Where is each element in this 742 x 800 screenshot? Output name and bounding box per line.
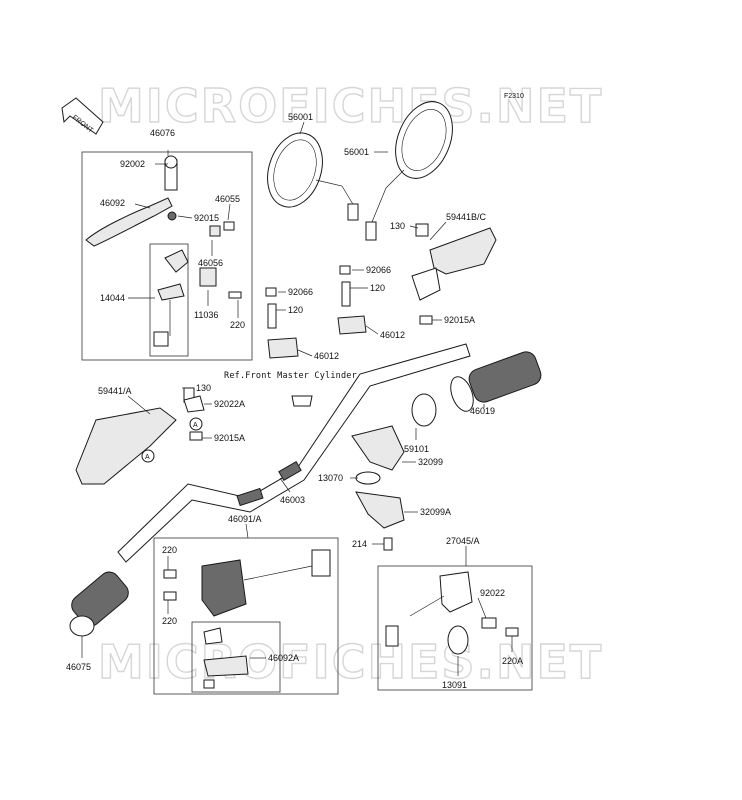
label-46075: 46075: [66, 662, 91, 672]
label-56001-left: 56001: [288, 112, 313, 122]
label-59441bc: 59441B/C: [446, 212, 487, 222]
label-220-switch-bottom: 220: [162, 616, 177, 626]
label-11036: 11036: [194, 310, 218, 320]
label-92066-right: 92066: [366, 265, 391, 275]
label-14044: 14044: [100, 293, 125, 303]
label-32099a: 32099A: [420, 507, 451, 517]
label-59101: 59101: [404, 444, 429, 454]
label-46055: 46055: [215, 194, 240, 204]
kill-switch: [385, 571, 519, 655]
label-13091: 13091: [442, 680, 467, 690]
master-cylinder-ref: [291, 395, 313, 407]
label-92015a-left: 92015A: [214, 433, 245, 443]
lever-group-box: [81, 151, 253, 361]
label-46019: 46019: [470, 406, 495, 416]
label-46076: 46076: [150, 128, 175, 138]
label-120-left: 120: [288, 305, 303, 315]
watermark-top: MICROFICHES.NET: [98, 79, 603, 133]
clutch-lever: [85, 155, 235, 247]
label-46003: 46003: [280, 495, 305, 505]
label-220a: 220A: [502, 656, 523, 666]
switch-subgroup-box: [149, 243, 189, 357]
switch-box: [153, 537, 339, 695]
handlebar-clamps: [265, 265, 367, 359]
switch-lever-box: [191, 621, 281, 693]
label-27045a: 27045/A: [446, 536, 480, 546]
clutch-switch: [153, 249, 242, 347]
label-92015a-top: 92015A: [444, 315, 475, 325]
hand-guard-right: [411, 223, 497, 325]
label-32099: 32099: [418, 457, 443, 467]
left-switch: [163, 549, 331, 689]
diagram-code: F2310: [504, 93, 524, 100]
label-59441a: 59441/A: [98, 386, 132, 396]
label-46056: 46056: [198, 258, 223, 268]
label-13070: 13070: [318, 473, 343, 483]
front-arrow-icon: FRONT: [61, 97, 104, 135]
svg-text:A: A: [193, 422, 198, 429]
label-92002: 92002: [120, 159, 145, 169]
label-56001-right: 56001: [344, 147, 369, 157]
mirror-right: [365, 101, 453, 241]
label-92015: 92015: [194, 213, 219, 223]
label-220-switch-top: 220: [162, 545, 177, 555]
label-46012-right: 46012: [380, 330, 405, 340]
reference-note: Ref.Front Master Cylinder: [224, 371, 357, 381]
handlebar: [117, 343, 471, 563]
label-214: 214: [352, 539, 367, 549]
label-46092a: 46092A: [268, 653, 299, 663]
label-46092: 46092: [100, 198, 125, 208]
kill-switch-box: [377, 565, 533, 691]
leader-lines: [81, 121, 513, 676]
label-220-left: 220: [230, 320, 245, 330]
throttle-grip: [450, 351, 542, 412]
label-130-left: 130: [196, 383, 211, 393]
watermark-bottom: MICROFICHES.NET: [98, 635, 603, 689]
left-grip: [69, 571, 129, 637]
callout-a-1: A: [189, 417, 203, 431]
part-labels: 46076 92002 46092 92015 46055 46056 1404…: [66, 112, 523, 690]
throttle-housing: [351, 393, 437, 551]
svg-text:A: A: [145, 454, 150, 461]
label-46091a: 46091/A: [228, 514, 262, 524]
label-92066-left: 92066: [288, 287, 313, 297]
label-130-top: 130: [390, 221, 405, 231]
label-46012-left: 46012: [314, 351, 339, 361]
callout-a-2: A: [141, 449, 155, 463]
hand-guard-left: [75, 387, 205, 485]
mirror-left: [267, 132, 359, 221]
label-92022: 92022: [480, 588, 505, 598]
label-120-right: 120: [370, 283, 385, 293]
label-92022a: 92022A: [214, 399, 245, 409]
